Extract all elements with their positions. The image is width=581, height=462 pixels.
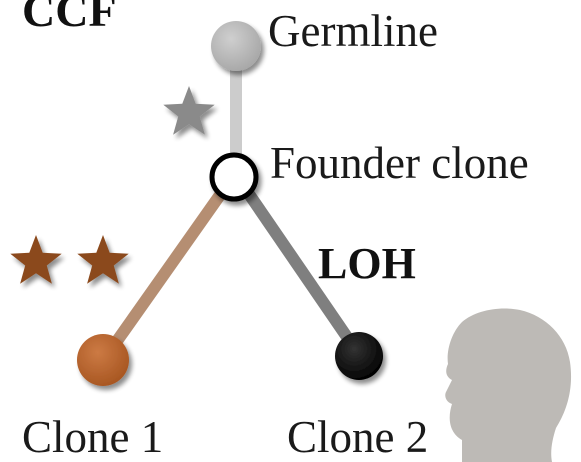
clone1-node <box>77 334 129 386</box>
founder-clone-label: Founder clone <box>270 138 529 188</box>
germline-label: Germline <box>268 6 438 56</box>
edge-founder-clone2 <box>233 174 365 360</box>
founder-clone-node <box>209 152 259 202</box>
clone1-label: Clone 1 <box>22 412 163 462</box>
star-icon <box>77 235 129 284</box>
clone2-node <box>335 332 383 380</box>
star-icon <box>163 86 215 135</box>
germline-node <box>211 21 261 71</box>
human-head-silhouette-icon <box>445 308 572 462</box>
clone2-label: Clone 2 <box>287 412 428 462</box>
loh-label: LOH <box>318 239 416 288</box>
star-icon <box>10 235 62 284</box>
ccf-label: CCF <box>22 0 117 36</box>
edge-founder-clone1 <box>100 174 237 362</box>
